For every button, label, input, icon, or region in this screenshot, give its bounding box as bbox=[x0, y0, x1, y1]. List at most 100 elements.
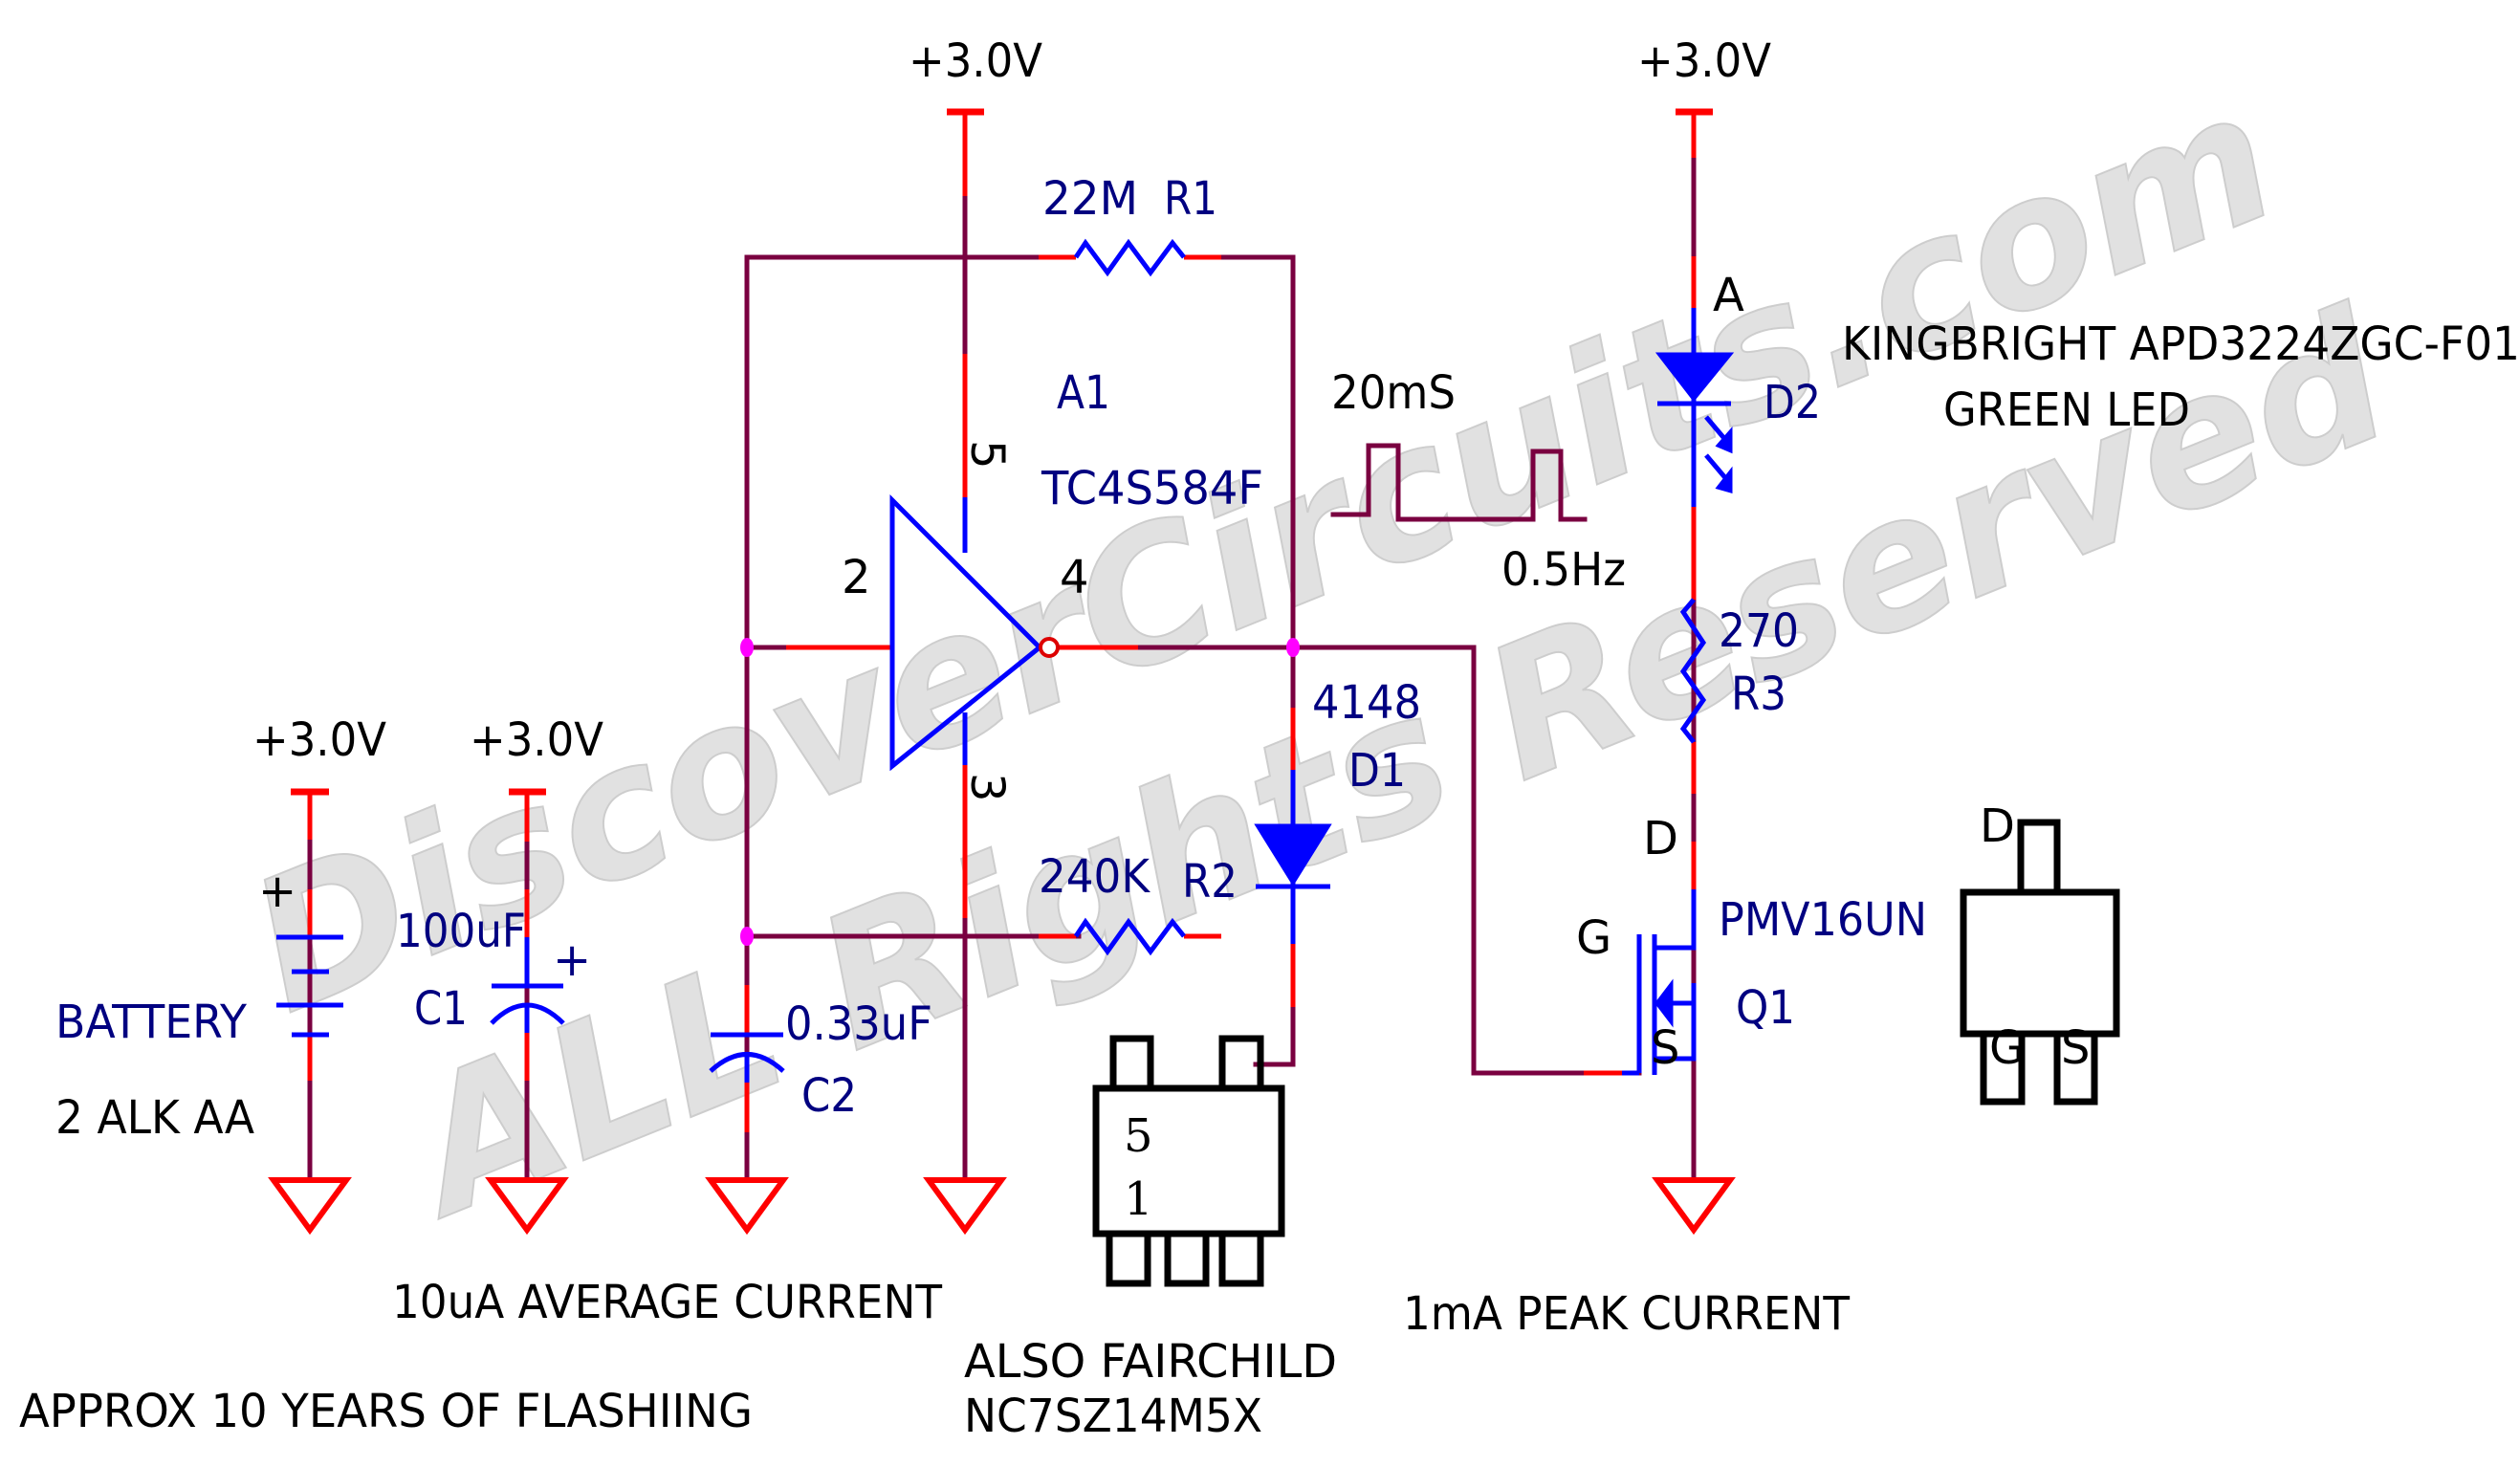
mosfet-q1: D G S PMV16UN Q1 bbox=[1576, 812, 1927, 1076]
light-emission-arrows-icon bbox=[1704, 415, 1733, 493]
package-pin bbox=[1980, 1030, 2026, 1106]
r2-value: 240K bbox=[1039, 850, 1150, 904]
wires bbox=[307, 109, 1697, 1183]
vcc-label-c1: +3.0V bbox=[470, 713, 603, 767]
q1-pin-gate: G bbox=[1576, 911, 1611, 965]
battery-polarity: + bbox=[258, 865, 296, 918]
package-pin bbox=[1164, 1230, 1210, 1287]
r3-value: 270 bbox=[1719, 604, 1799, 658]
watermark: DiscoverCircuits.com ALL Rights Reserved bbox=[223, 49, 2418, 1259]
r1-value: 22M bbox=[1042, 172, 1138, 226]
waveform-annotation: 20mS 0.5Hz bbox=[1330, 366, 1626, 597]
package-pin-1: 1 bbox=[1124, 1172, 1153, 1226]
d2-ref: D2 bbox=[1764, 376, 1821, 429]
a1-pin-out: 4 bbox=[1060, 551, 1089, 604]
c1-ref: C1 bbox=[414, 982, 468, 1036]
junction-dot bbox=[1286, 638, 1300, 657]
diode-triangle bbox=[1254, 823, 1332, 887]
resistor-r1: 22M R1 bbox=[1042, 172, 1217, 277]
power-labels: +3.0V +3.0V +3.0V +3.0V bbox=[252, 34, 1771, 767]
package-pin bbox=[1106, 1230, 1151, 1287]
d1-ref: D1 bbox=[1348, 744, 1406, 798]
led-d2: A D2 KINGBRIGHT APD3224ZGC-F01 GREEN LED bbox=[1654, 269, 2520, 507]
q1-drain-tap bbox=[1654, 889, 1697, 951]
battery: + BATTERY 2 ALK AA bbox=[55, 865, 343, 1145]
ground-symbol-c1 bbox=[485, 1177, 569, 1236]
q1-arrow-icon bbox=[1654, 978, 1674, 1028]
diode-d1: 4148 D1 bbox=[1254, 676, 1421, 944]
c1-polarity: + bbox=[553, 933, 591, 987]
package-pin bbox=[2053, 1030, 2098, 1106]
note-peak-current: 1mA PEAK CURRENT bbox=[1403, 1287, 1851, 1341]
wire-r1-right bbox=[1218, 254, 1296, 1067]
r2-ref: R2 bbox=[1182, 855, 1238, 909]
d1-value: 4148 bbox=[1312, 676, 1421, 730]
vcc-label-battery: +3.0V bbox=[252, 713, 386, 767]
q1-pin-drain: D bbox=[1643, 812, 1678, 865]
pulse-waveform-icon bbox=[1330, 443, 1588, 522]
package-pin bbox=[1218, 1230, 1264, 1287]
capacitor-c1: + 100uF C1 bbox=[396, 905, 591, 1036]
r3-ref: R3 bbox=[1731, 668, 1786, 721]
note-alt-part-line1: ALSO FAIRCHILD bbox=[964, 1335, 1337, 1389]
junction-dot bbox=[740, 638, 754, 657]
a1-pin-gnd: 3 bbox=[960, 773, 1014, 802]
sot23-pin-source: S bbox=[2061, 1021, 2090, 1075]
c1-value: 100uF bbox=[396, 905, 526, 958]
d2-desc: GREEN LED bbox=[1943, 383, 2190, 437]
ground-symbol-c2 bbox=[705, 1177, 789, 1236]
package-pin bbox=[2017, 819, 2061, 896]
vcc-label-led: +3.0V bbox=[1637, 34, 1771, 88]
power-rails bbox=[291, 108, 1713, 796]
package-sot23: D G S bbox=[1960, 799, 2120, 1106]
note-lifetime: APPROX 10 YEARS OF FLASHIING bbox=[19, 1385, 753, 1438]
resistor-r2: 240K R2 bbox=[1039, 850, 1238, 956]
q1-source-tap bbox=[1654, 983, 1697, 1062]
package-body bbox=[1960, 888, 2120, 1038]
r1-ref: R1 bbox=[1164, 172, 1217, 226]
battery-label: BATTERY bbox=[55, 996, 248, 1049]
a1-pin-vcc: 5 bbox=[960, 440, 1014, 470]
inverter-a1: A1 TC4S584F 2 4 5 3 bbox=[842, 366, 1263, 802]
q1-pin-source: S bbox=[1651, 1021, 1679, 1075]
q1-ref: Q1 bbox=[1736, 981, 1795, 1035]
inverter-triangle bbox=[889, 493, 1043, 772]
notes: 10uA AVERAGE CURRENT APPROX 10 YEARS OF … bbox=[19, 1276, 1851, 1443]
d2-part: KINGBRIGHT APD3224ZGC-F01 bbox=[1842, 317, 2520, 371]
a1-pin-in: 2 bbox=[842, 551, 871, 604]
package-pin-5: 5 bbox=[1124, 1109, 1153, 1163]
resistor-zigzag bbox=[1679, 598, 1707, 744]
q1-part: PMV16UN bbox=[1719, 893, 1927, 947]
inverter-bubble bbox=[1039, 637, 1060, 658]
a1-part: TC4S584F bbox=[1041, 462, 1263, 515]
resistor-zigzag bbox=[1073, 917, 1186, 956]
vcc-label-a1: +3.0V bbox=[909, 34, 1042, 88]
package-sot23-5: 5 1 bbox=[1092, 1035, 1285, 1287]
wire-r1-left bbox=[744, 254, 1041, 1183]
junctions bbox=[740, 638, 1300, 946]
d2-pin-anode: A bbox=[1713, 269, 1744, 322]
grounds bbox=[268, 1177, 1736, 1236]
a1-ref: A1 bbox=[1057, 366, 1110, 420]
package-pin bbox=[1109, 1035, 1154, 1092]
ground-symbol-q1 bbox=[1652, 1177, 1736, 1236]
ground-symbol-battery bbox=[268, 1177, 352, 1236]
c2-ref: C2 bbox=[801, 1069, 857, 1123]
junction-dot bbox=[740, 927, 754, 946]
resistor-r3: 270 R3 bbox=[1679, 598, 1799, 744]
note-alt-part-line2: NC7SZ14M5X bbox=[964, 1390, 1262, 1443]
resistor-zigzag bbox=[1073, 238, 1186, 277]
ground-symbol-a1 bbox=[923, 1177, 1007, 1236]
pulse-width-label: 20mS bbox=[1331, 366, 1456, 420]
capacitor-c2: 0.33uF C2 bbox=[709, 997, 932, 1123]
note-average-current: 10uA AVERAGE CURRENT bbox=[392, 1276, 943, 1329]
led-triangle bbox=[1654, 352, 1735, 403]
frequency-label: 0.5Hz bbox=[1501, 543, 1626, 597]
c2-value: 0.33uF bbox=[785, 997, 932, 1051]
wire-a1-output bbox=[1057, 645, 1642, 1076]
sot23-pin-gate: G bbox=[1989, 1021, 2025, 1075]
package-pin bbox=[1218, 1035, 1264, 1092]
sot23-pin-drain: D bbox=[1980, 799, 2015, 853]
battery-desc: 2 ALK AA bbox=[55, 1091, 254, 1145]
